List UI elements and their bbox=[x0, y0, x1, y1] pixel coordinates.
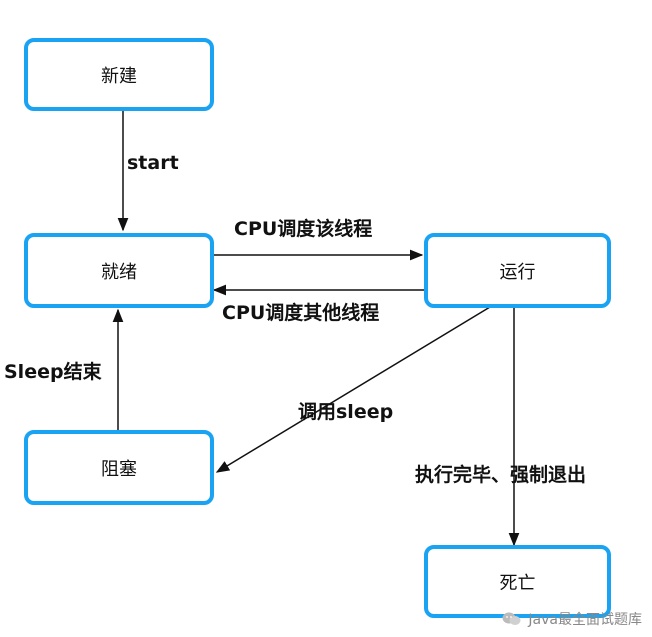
edge-label-start: start bbox=[127, 152, 179, 174]
node-new: 新建 bbox=[24, 38, 214, 111]
edge-label-schedule-this: CPU调度该线程 bbox=[234, 218, 373, 240]
arrow-running-to-blocked bbox=[215, 306, 491, 473]
node-running-label: 运行 bbox=[499, 261, 536, 283]
node-blocked-label: 阻塞 bbox=[101, 458, 137, 480]
watermark-text: Java最全面试题库 bbox=[528, 612, 642, 628]
node-ready-label: 就绪 bbox=[101, 261, 137, 283]
edge-label-sleep-end: Sleep结束 bbox=[4, 361, 102, 383]
node-blocked: 阻塞 bbox=[24, 430, 214, 505]
chat-bubbles-icon bbox=[502, 611, 522, 627]
edge-label-schedule-other: CPU调度其他线程 bbox=[222, 302, 380, 324]
node-dead: 死亡 bbox=[424, 545, 611, 618]
edge-label-finish: 执行完毕、强制退出 bbox=[415, 464, 587, 486]
node-running: 运行 bbox=[424, 233, 611, 308]
watermark: Java最全面试题库 bbox=[502, 609, 642, 629]
node-ready: 就绪 bbox=[24, 233, 214, 308]
node-dead-label: 死亡 bbox=[499, 572, 536, 594]
node-new-label: 新建 bbox=[101, 65, 137, 87]
edge-label-call-sleep: 调用sleep bbox=[298, 401, 394, 423]
